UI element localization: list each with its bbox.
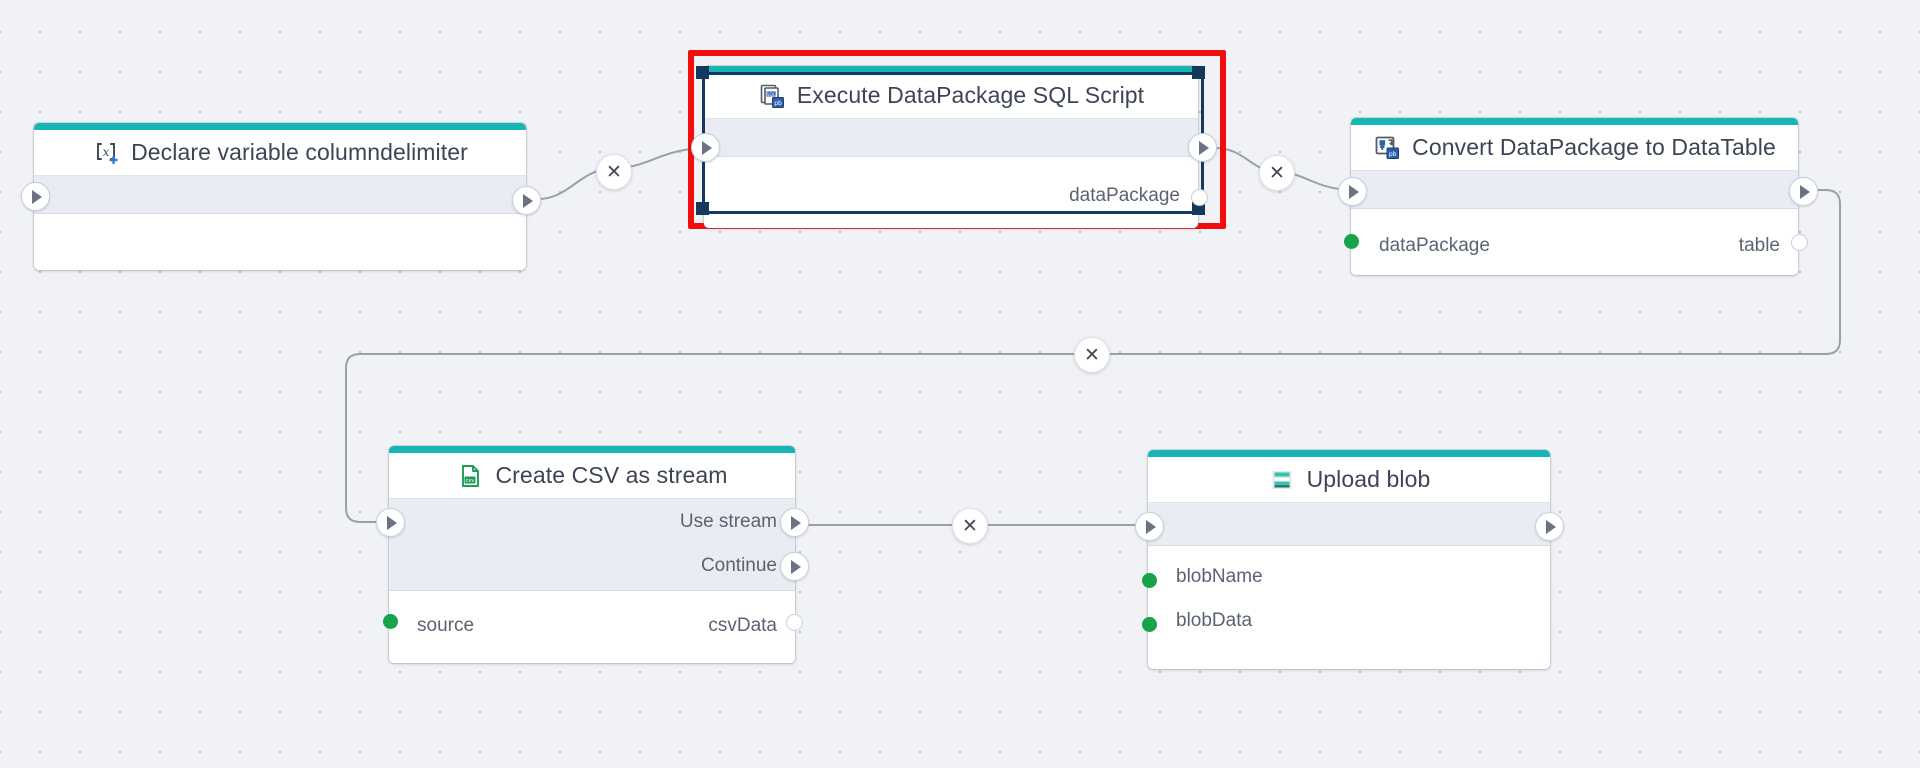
data-input-label: blobData <box>1176 610 1253 631</box>
flowport-out-upload-blob[interactable] <box>1535 512 1564 541</box>
node-title: Declare variable columndelimiter <box>131 139 468 165</box>
node-titlebar: pb Convert DataPackage to DataTable <box>1351 125 1798 171</box>
data-output-label: dataPackage <box>1069 185 1180 206</box>
flow-row-continue: Continue <box>389 544 795 588</box>
node-flow-band <box>1148 503 1550 546</box>
upload-blob-icon <box>1268 466 1296 494</box>
flowport-in-create-csv[interactable] <box>376 508 405 537</box>
selection-outline <box>702 72 1204 214</box>
csv-file-icon: csv <box>456 462 484 490</box>
dataport-in-datapackage-convert[interactable] <box>1344 234 1359 249</box>
node-declare-variable-columndelimiter[interactable]: x Declare variable columndelimiter <box>34 123 526 270</box>
node-flow-band <box>34 176 526 214</box>
data-output-label: csvData <box>708 615 777 636</box>
data-output-row: dataPackage <box>704 177 1198 215</box>
flow-row <box>1148 503 1550 545</box>
data-input-label: blobName <box>1176 566 1263 587</box>
flowport-out-execute-sql[interactable] <box>1188 133 1217 162</box>
node-titlebar: x Declare variable columndelimiter <box>34 130 526 176</box>
dataport-out-datapackage-execute-sql[interactable] <box>1191 189 1208 206</box>
node-accent-bar <box>1351 118 1798 125</box>
flow-row <box>34 176 526 213</box>
data-output-label: table <box>1738 235 1780 256</box>
node-upload-blob[interactable]: Upload blob blobName blobData <box>1148 450 1550 669</box>
dataport-in-source-create-csv[interactable] <box>383 614 398 629</box>
svg-text:x: x <box>103 145 110 159</box>
convert-datapackage-icon: pb <box>1373 134 1401 162</box>
node-execute-datapackage-sql-script[interactable]: SQL pb Execute DataPackage SQL Script da… <box>704 66 1198 228</box>
node-title: Execute DataPackage SQL Script <box>796 82 1145 108</box>
flow-output-label: Use stream <box>679 510 777 532</box>
flow-row <box>1351 171 1798 208</box>
flowport-out-convert[interactable] <box>1789 177 1818 206</box>
flowport-in-execute-sql[interactable] <box>691 133 720 162</box>
node-titlebar: SQL pb Execute DataPackage SQL Script <box>704 73 1198 119</box>
node-titlebar: csv Create CSV as stream <box>389 453 795 499</box>
flowport-in-upload-blob[interactable] <box>1135 512 1164 541</box>
dataport-out-table-convert[interactable] <box>1791 234 1808 251</box>
svg-text:pb: pb <box>1389 150 1397 157</box>
dataport-in-blobname-upload[interactable] <box>1142 573 1157 588</box>
node-body: dataPackage table <box>1351 209 1798 275</box>
dataport-out-csvdata-create-csv[interactable] <box>786 614 803 631</box>
delete-connection-convert-to-csv[interactable]: ✕ <box>1074 337 1110 373</box>
dataport-in-blobdata-upload[interactable] <box>1142 617 1157 632</box>
data-row: dataPackage table <box>1351 227 1798 265</box>
data-row: source csvData <box>389 607 795 645</box>
svg-text:csv: csv <box>466 478 475 484</box>
data-input-row-blobdata: blobData <box>1148 602 1550 640</box>
node-body: blobName blobData <box>1148 546 1550 669</box>
delete-connection-declare-to-execute[interactable]: ✕ <box>596 154 632 190</box>
declare-variable-icon: x <box>92 139 120 167</box>
node-body: dataPackage <box>704 157 1198 228</box>
delete-connection-execute-to-convert[interactable]: ✕ <box>1259 155 1295 191</box>
flowport-out-use-stream[interactable] <box>780 508 809 537</box>
selection-handle-top-left[interactable] <box>696 66 709 79</box>
node-title: Create CSV as stream <box>495 462 728 488</box>
data-input-label: dataPackage <box>1379 235 1490 256</box>
flowport-in-convert[interactable] <box>1338 177 1367 206</box>
sql-script-icon: SQL pb <box>758 82 786 110</box>
node-flow-band: Use stream Continue <box>389 499 795 591</box>
svg-text:SQL: SQL <box>767 91 776 97</box>
node-flow-band <box>704 119 1198 157</box>
node-accent-bar <box>389 446 795 453</box>
svg-text:pb: pb <box>774 100 782 107</box>
node-accent-bar <box>34 123 526 130</box>
node-convert-datapackage-to-datatable[interactable]: pb Convert DataPackage to DataTable data… <box>1351 118 1798 275</box>
data-input-row-blobname: blobName <box>1148 558 1550 596</box>
flow-row-use-stream: Use stream <box>389 499 795 544</box>
flow-output-label: Continue <box>700 555 777 576</box>
node-body <box>34 214 526 270</box>
node-body: source csvData <box>389 591 795 663</box>
delete-connection-csv-to-upload[interactable]: ✕ <box>952 508 988 544</box>
selection-handle-bottom-left[interactable] <box>696 202 709 215</box>
flowport-out-declare-variable[interactable] <box>512 186 541 215</box>
flowport-in-declare-variable[interactable] <box>21 182 50 211</box>
node-create-csv-as-stream[interactable]: csv Create CSV as stream Use stream Cont… <box>389 446 795 663</box>
selection-handle-top-right[interactable] <box>1192 66 1205 79</box>
node-title: Upload blob <box>1306 466 1431 492</box>
node-titlebar: Upload blob <box>1148 457 1550 503</box>
flowport-out-continue[interactable] <box>780 552 809 581</box>
node-accent-bar <box>1148 450 1550 457</box>
node-title: Convert DataPackage to DataTable <box>1412 134 1776 160</box>
node-accent-bar <box>704 66 1198 73</box>
node-flow-band <box>1351 171 1798 209</box>
data-input-label: source <box>417 615 475 636</box>
